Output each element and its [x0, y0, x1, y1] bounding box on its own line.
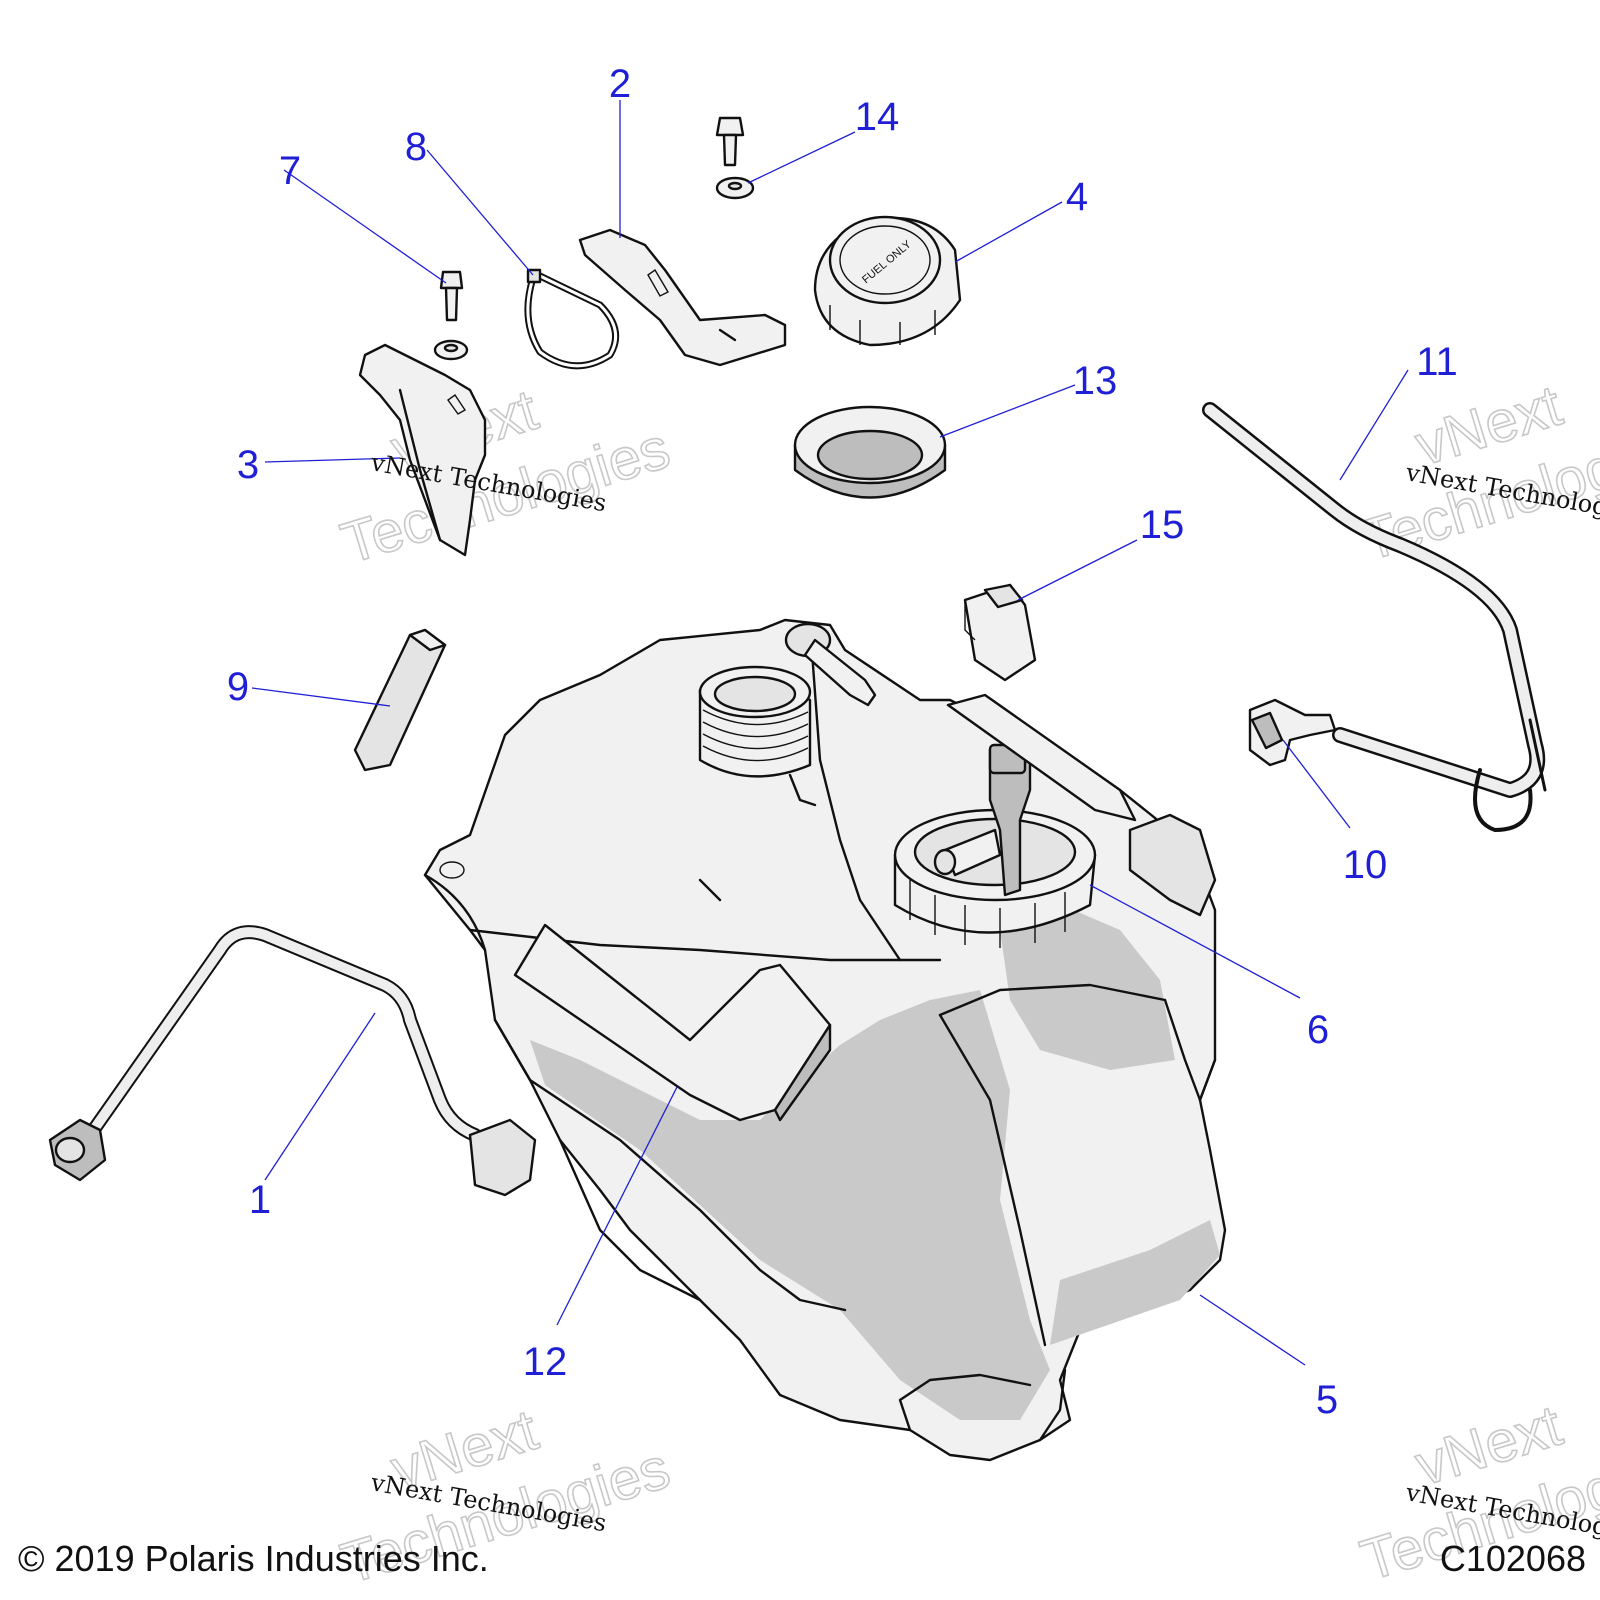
tank-side-pad	[946, 693, 1217, 917]
bolt-14	[715, 116, 755, 200]
callout-9: 9	[227, 665, 249, 709]
filler-neck	[698, 665, 817, 807]
leader-8	[426, 149, 534, 276]
bolt-7	[433, 270, 469, 361]
callout-3: 3	[237, 443, 259, 487]
callout-2: 2	[609, 62, 631, 106]
leader-10	[1282, 739, 1351, 829]
vent-hose	[1202, 402, 1547, 832]
fuel-pump	[893, 743, 1097, 948]
leader-6	[1089, 884, 1301, 999]
leader-15	[1017, 539, 1138, 601]
callout-11: 11	[1416, 340, 1458, 384]
strap-clamp	[524, 268, 620, 370]
leader-3	[264, 457, 401, 463]
callout-14: 14	[855, 95, 900, 139]
figure-code: C102068	[1439, 1538, 1586, 1579]
leader-12	[556, 1086, 678, 1326]
callout-7: 7	[279, 149, 301, 193]
leader-11	[1339, 369, 1409, 481]
vent-fitting	[784, 622, 877, 707]
callout-1: 1	[249, 1178, 271, 1222]
leader-13	[939, 384, 1076, 438]
tank-pad	[513, 923, 832, 1122]
callout-4: 4	[1066, 175, 1088, 219]
leader-1	[264, 1012, 376, 1181]
callout-8: 8	[405, 125, 427, 169]
leader-14	[747, 131, 856, 184]
leader-4	[954, 201, 1063, 263]
leader-9	[251, 687, 391, 707]
callout-15: 15	[1140, 503, 1185, 547]
seal-ring	[793, 405, 947, 499]
copyright-notice: © 2019 Polaris Industries Inc.	[18, 1538, 489, 1579]
callouts: 2 14 8 7 4 11 13 3 15 9 10 6 1 12 5	[227, 62, 1458, 1422]
fuel-cap: FUEL ONLY	[813, 215, 962, 347]
fuel-line	[48, 925, 537, 1197]
callout-5: 5	[1316, 1378, 1338, 1422]
leader-lines	[251, 100, 1409, 1366]
callout-6: 6	[1307, 1008, 1329, 1052]
elbow-fitting	[1248, 698, 1337, 767]
callout-10: 10	[1343, 843, 1388, 887]
leader-5	[1199, 1294, 1306, 1366]
leader-7	[283, 169, 447, 284]
pad-9	[353, 628, 447, 772]
bracket-2	[578, 228, 787, 367]
clip-15	[963, 583, 1037, 682]
callout-13: 13	[1073, 359, 1118, 403]
bracket-3	[358, 343, 487, 557]
callout-12: 12	[523, 1340, 568, 1384]
